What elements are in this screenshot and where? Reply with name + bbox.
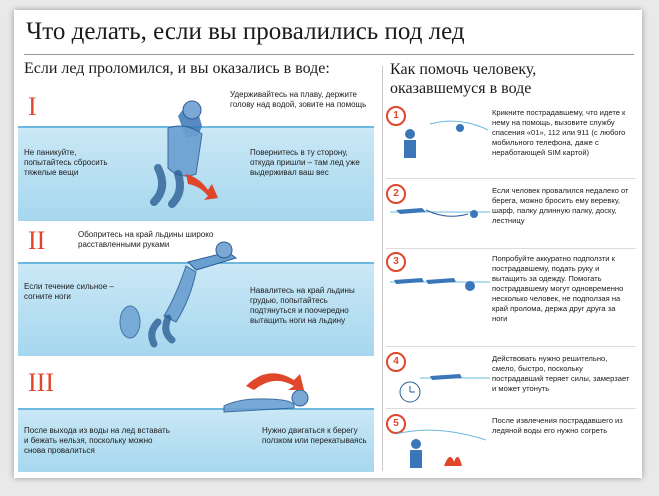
step-divider [386, 346, 636, 347]
step-number-badge: 4 [386, 352, 406, 372]
rescue-step: 1 Крикните пострадавшему, что идете к не… [384, 106, 634, 174]
panel-2: II Обопритесь на край льдины широко расс… [18, 226, 374, 356]
right-heading-line-2: оказавшемуся в воде [390, 80, 532, 97]
panel-1: I Удерживайтесь на плаву, держите голову… [18, 88, 374, 221]
water-area [18, 408, 374, 472]
rescue-step: 4 Действовать нужно решительно, смело, б… [384, 352, 634, 420]
step-text: Если человек провалился недалеко от бере… [492, 186, 629, 225]
rescue-step: 5 После извлечения пострадавшего из ледя… [384, 414, 634, 478]
step-numeral: I [28, 92, 37, 121]
step-divider [386, 178, 636, 179]
chain-rescue-illustration [390, 278, 490, 291]
crawling-illustration [223, 373, 309, 413]
step-divider [386, 248, 636, 249]
ice-edge [18, 408, 374, 410]
title-divider [24, 54, 634, 55]
panel-note: Удерживайтесь на плаву, держите голову н… [230, 90, 367, 109]
panel-note: Навалитесь на край льдины грудью, попыта… [250, 286, 355, 325]
swimmer-illustration [150, 100, 218, 208]
column-divider [382, 66, 383, 471]
rescuer-calling-illustration [404, 120, 489, 158]
panel-3: III После выхода из воды на лед вставать… [18, 360, 374, 472]
step-number-badge: 3 [386, 252, 406, 272]
panel-note: Обопритесь на край льдины широко расстав… [78, 230, 214, 249]
page-title: Что делать, если вы провалились под лед [26, 18, 465, 45]
step-number-badge: 1 [386, 106, 406, 126]
step-numeral: II [28, 226, 46, 255]
warming-illustration [395, 429, 487, 468]
climbing-illustration [119, 241, 238, 348]
left-section-heading: Если лед проломился, и вы оказались в во… [24, 60, 330, 77]
water-area [18, 262, 374, 356]
rescue-step: 3 Попробуйте аккуратно подползти к постр… [384, 252, 634, 323]
step-text: Крикните пострадавшему, что идете к нему… [492, 108, 626, 157]
panel-note: Если течение сильное – согните ноги [24, 282, 114, 301]
step-number-badge: 2 [386, 184, 406, 204]
panel-note: Не паникуйте, попытайтесь сбросить тяжел… [24, 148, 108, 177]
panel-note: Повернитесь в ту сторону, откуда пришли … [250, 148, 360, 177]
step-divider [386, 408, 636, 409]
rope-throw-illustration [390, 208, 490, 218]
step-text: Попробуйте аккуратно подползти к пострад… [492, 254, 624, 323]
right-section-heading: Как помочь человеку, оказавшемуся в воде [390, 60, 620, 98]
panel-note: После выхода из воды на лед вставать и б… [24, 426, 170, 455]
step-number-badge: 5 [386, 414, 406, 434]
rescue-step: 2 Если человек провалился недалеко от бе… [384, 184, 634, 252]
step-text: Действовать нужно решительно, смело, быс… [492, 354, 630, 393]
infographic-sheet: Что делать, если вы провалились под лед … [14, 10, 642, 478]
step-text: После извлечения пострадавшего из ледяно… [492, 416, 623, 435]
clock-rescue-illustration [399, 374, 490, 403]
right-heading-line-1: Как помочь человеку, [390, 61, 537, 78]
step-numeral: III [28, 368, 54, 397]
panel-note: Нужно двигаться к берегу ползком или пер… [262, 426, 367, 445]
